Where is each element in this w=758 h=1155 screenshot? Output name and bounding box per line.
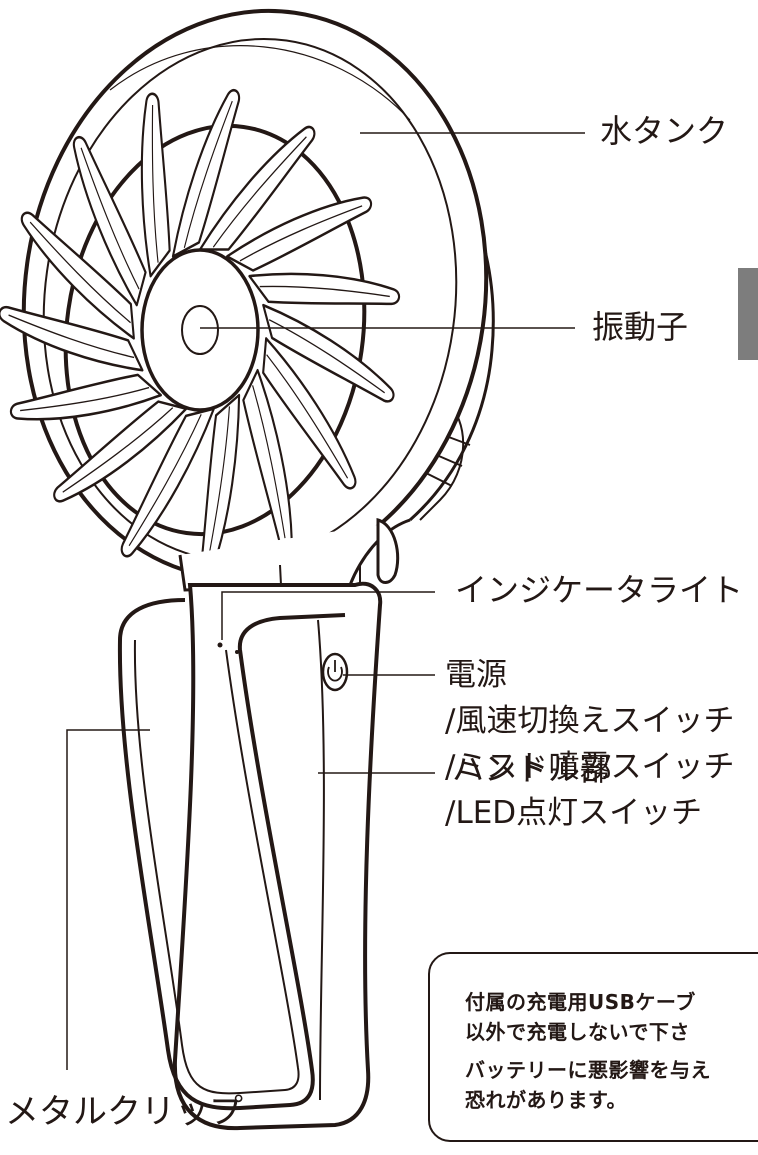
label-indicator-light: インジケータライト [455,571,744,609]
side-tab [738,268,758,360]
power-icon[interactable] [321,652,349,692]
tank-highlight [109,45,411,121]
handle-body [172,581,383,1131]
label-handle: ハンドル部 [452,750,613,788]
leader-lines [66,132,585,1070]
label-led-switch: /LED点灯スイッチ [445,795,703,831]
side-knob [376,517,400,584]
note-line-3: バッテリーに悪影響を与え [465,1058,711,1082]
label-power-group: 電源 /風速切換えスイッチ /ミスト噴霧スイッチ /LED点灯スイッチ [445,652,734,836]
label-power: 電源 [445,657,507,693]
label-mist-switch: /ミスト噴霧スイッチ [445,749,735,785]
note-line-1: 付属の充電用USBケーブ [465,990,696,1014]
note-line-4: 恐れがあります。 [465,1088,627,1112]
note-line-2: 以外で充電しないで下さ [465,1020,690,1044]
indicator-light-dot [217,642,223,648]
label-vibrator: 振動子 [592,308,689,346]
label-metal-clip: メタルクリップ [5,1092,243,1132]
label-water-tank: 水タンク [600,112,729,150]
caution-note: 付属の充電用USBケーブ 以外で充電しないで下さ バッテリーに悪影響を与え 恐れ… [428,952,758,1142]
vibrator-disc [181,305,219,355]
label-speed-switch: /風速切換えスイッチ [445,703,735,739]
handle-groove [317,619,325,1101]
metal-clip [117,598,346,1111]
